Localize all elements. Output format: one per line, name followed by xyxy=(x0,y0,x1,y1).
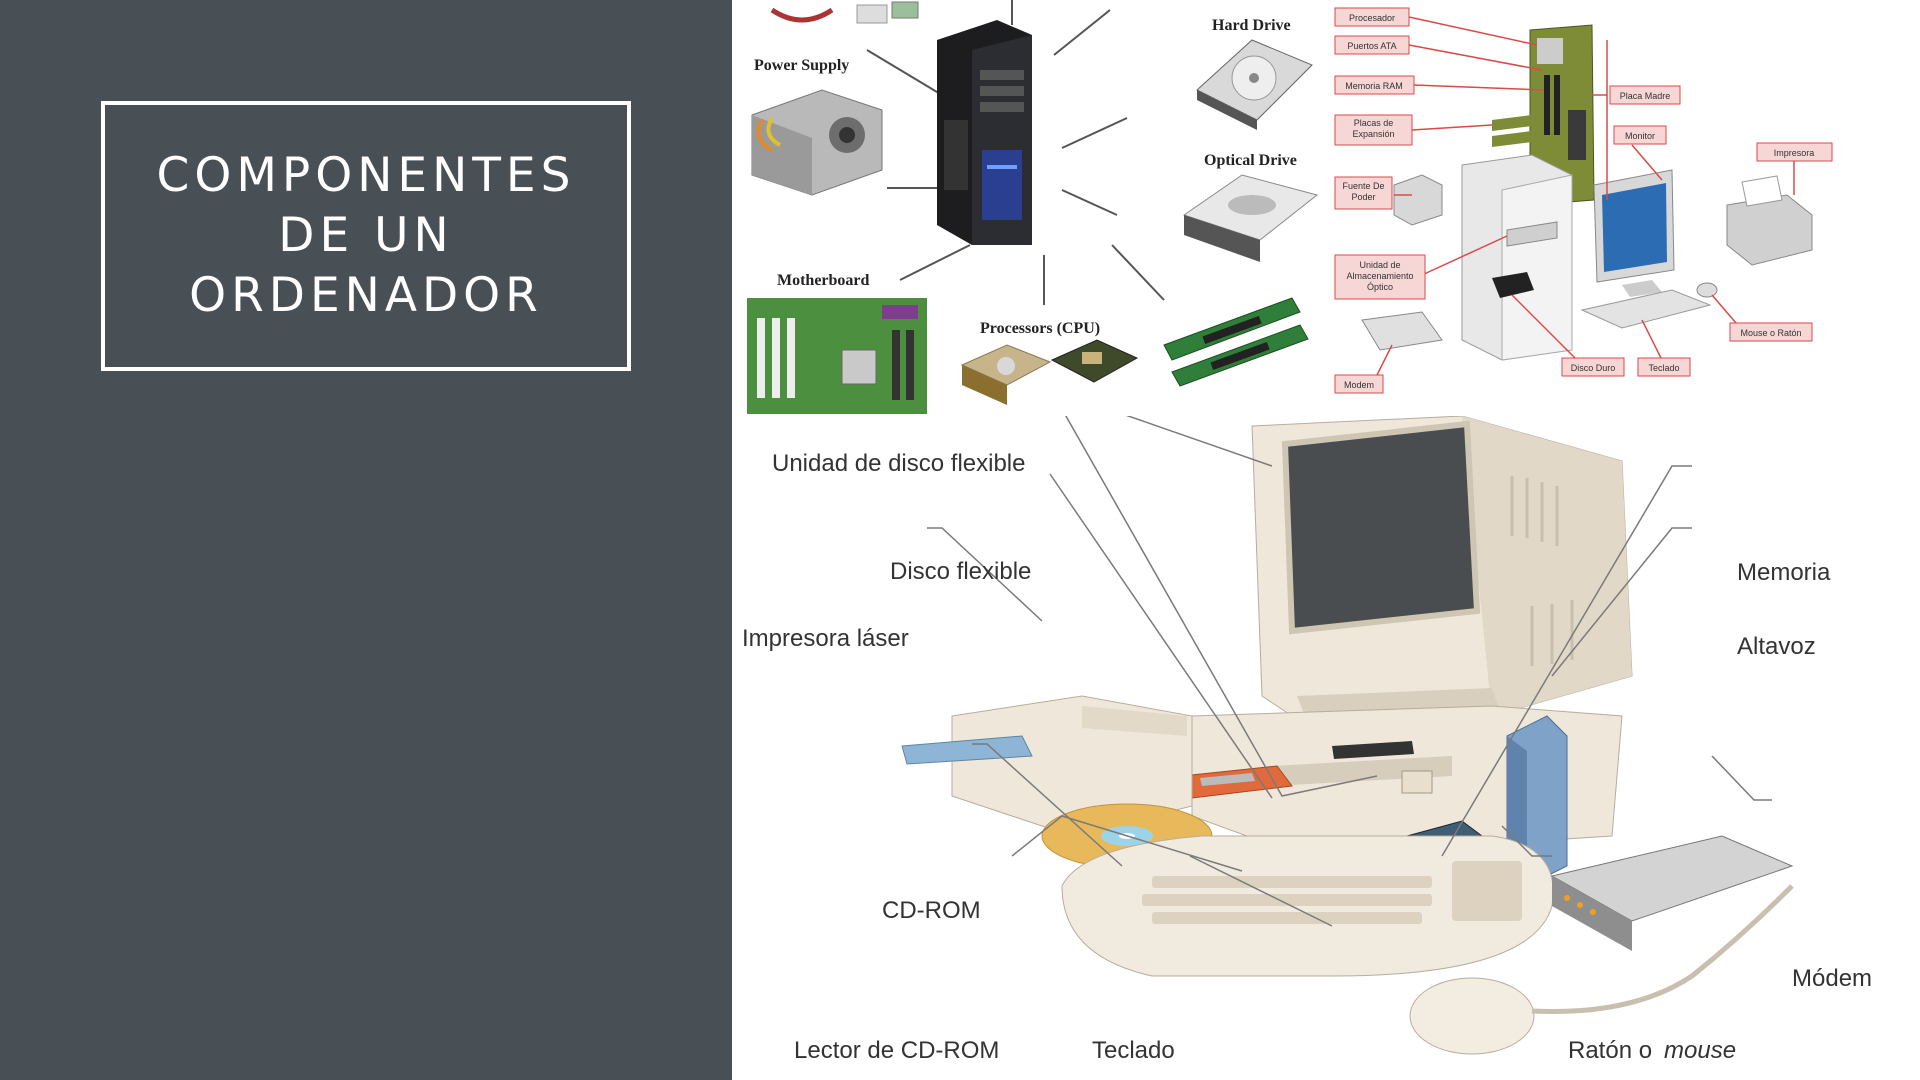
label-raton-mouse: mouse xyxy=(1664,1037,1736,1064)
label-motherboard: Motherboard xyxy=(777,272,870,289)
title-panel: COMPONENTES DE UN ORDENADOR xyxy=(0,0,732,1080)
label-memoria-ram: Memoria RAM xyxy=(1345,81,1403,91)
modem-image xyxy=(1550,835,1794,951)
slide-title: COMPONENTES DE UN ORDENADOR xyxy=(157,146,576,326)
diagram-case-image xyxy=(1393,154,1573,361)
label-procesador: Procesador xyxy=(1349,13,1395,23)
keyboard-image xyxy=(1061,835,1554,977)
label-modem: Módem xyxy=(1792,965,1872,992)
motherboard-image xyxy=(747,298,927,414)
title-line-1: COMPONENTES xyxy=(156,148,576,203)
label-impresora-laser: Impresora láser xyxy=(742,625,909,652)
label-puertos-ata: Puertos ATA xyxy=(1347,41,1396,51)
label-altavoz: Altavoz xyxy=(1737,633,1816,660)
ram-image xyxy=(1163,297,1309,387)
laser-printer-image xyxy=(901,695,1193,837)
power-supply-image xyxy=(751,89,883,196)
labeled-diagram-drawing: Procesador Puertos ATA Memoria RAM Placa… xyxy=(1334,7,1833,394)
label-unidad-disco-flexible: Unidad de disco flexible xyxy=(772,450,1026,477)
processors-image xyxy=(960,339,1139,405)
label-memoria: Memoria xyxy=(1737,559,1831,586)
connector-lines xyxy=(866,0,1165,305)
label-fuente-poder: Fuente De Poder xyxy=(1342,181,1385,202)
diagram-monitor-image xyxy=(1593,169,1675,297)
title-box: COMPONENTES DE UN ORDENADOR xyxy=(101,101,631,371)
title-line-3: ORDENADOR xyxy=(189,268,543,323)
label-unidad-optico: Unidad de Almacenamiento Óptico xyxy=(1346,260,1414,292)
label-mouse-raton: Mouse o Ratón xyxy=(1740,328,1801,338)
illustration-labels: Unidad de disco flexible Disco flexible … xyxy=(742,450,1872,1064)
label-processors: Processors (CPU) xyxy=(980,320,1100,337)
diagram-printer-image xyxy=(1726,175,1813,266)
computer-illustration-drawing: Unidad de disco flexible Disco flexible … xyxy=(742,385,1872,1064)
diagram-mouse-image xyxy=(1696,282,1718,298)
cables-image xyxy=(770,1,919,24)
label-power-supply: Power Supply xyxy=(754,57,849,74)
label-disco-duro: Disco Duro xyxy=(1571,363,1616,373)
diagram-expansion-cards xyxy=(1492,115,1532,147)
labeled-diagram-panel: Procesador Puertos ATA Memoria RAM Placa… xyxy=(1332,0,1920,416)
title-line-2: DE UN xyxy=(278,208,454,263)
illustration-leader-lines xyxy=(927,385,1772,927)
diagram-arrows xyxy=(1376,16,1795,376)
label-hard-drive: Hard Drive xyxy=(1212,17,1291,34)
pc-tower-image xyxy=(937,20,1032,245)
label-cd-rom: CD-ROM xyxy=(882,897,981,924)
label-modem: Modem xyxy=(1344,380,1374,390)
optical-drive-image xyxy=(1182,174,1319,262)
label-optical-drive: Optical Drive xyxy=(1204,152,1297,169)
label-teclado-diagram: Teclado xyxy=(1648,363,1679,373)
label-impresora: Impresora xyxy=(1774,148,1815,158)
label-placa-madre: Placa Madre xyxy=(1620,91,1671,101)
diagram-keyboard-image xyxy=(1580,289,1712,329)
photo-collage-drawing: Power Supply Hard Drive xyxy=(747,0,1319,414)
mouse-image xyxy=(1409,884,1794,1055)
label-teclado: Teclado xyxy=(1092,1037,1175,1064)
computer-illustration-panel: Unidad de disco flexible Disco flexible … xyxy=(732,385,1920,1080)
label-monitor: Monitor xyxy=(1625,131,1655,141)
label-raton-prefix: Ratón o xyxy=(1568,1037,1652,1064)
label-placas-expansion: Placas de Expansión xyxy=(1352,118,1395,139)
label-lector-cd-rom: Lector de CD-ROM xyxy=(794,1037,999,1064)
image-collage: Power Supply Hard Drive xyxy=(732,0,1920,1080)
diagram-labels: Procesador Puertos ATA Memoria RAM Placa… xyxy=(1334,7,1833,394)
label-disco-flexible: Disco flexible xyxy=(890,558,1031,585)
hard-drive-image xyxy=(1196,39,1313,130)
diagram-motherboard-image xyxy=(1529,24,1595,206)
crt-monitor-image xyxy=(1251,415,1633,721)
diagram-modem-image xyxy=(1361,311,1443,351)
photo-collage-panel: Power Supply Hard Drive xyxy=(732,0,1332,416)
